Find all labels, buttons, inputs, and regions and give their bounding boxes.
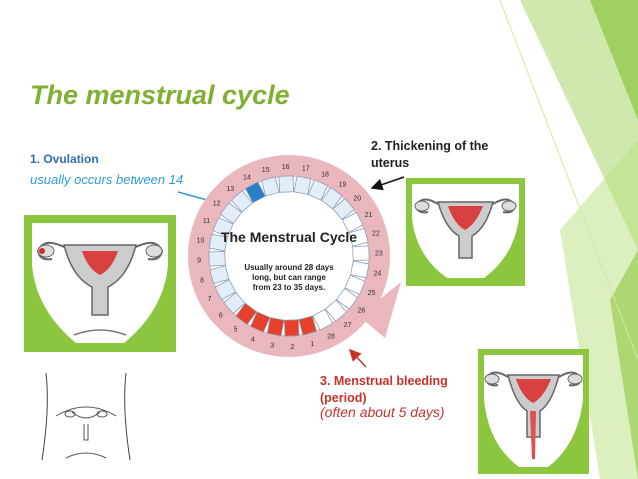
cycle-day-label: 9 [197, 257, 201, 264]
cycle-day-label: 2 [290, 344, 294, 351]
bleeding-arrow [348, 348, 367, 368]
cycle-day-label: 10 [197, 237, 205, 244]
cycle-day-label: 12 [213, 201, 221, 208]
cycle-day-label: 7 [207, 296, 211, 303]
cycle-day-box [335, 287, 359, 310]
cycle-day-box [214, 279, 237, 301]
cycle-day-label: 17 [302, 166, 310, 173]
cycle-day-label: 28 [327, 334, 335, 341]
cycle-day-box [209, 265, 230, 284]
cycle-day-box [250, 311, 271, 333]
cycle-day-label: 26 [358, 307, 366, 314]
cycle-day-box [320, 186, 343, 210]
cycle-day-box [332, 197, 355, 221]
cycle-day-label: 19 [339, 182, 347, 189]
cycle-day-box [235, 302, 258, 326]
cycle-day-box [261, 176, 280, 197]
ovulation-detail: usually occurs between 14 [30, 172, 184, 187]
bleeding-heading: 3. Menstrual bleeding (period) [320, 374, 448, 405]
cycle-day-label: 8 [200, 277, 204, 284]
cycle-outer-ring [188, 155, 390, 357]
cycle-day-box [219, 202, 243, 225]
cycle-day-box [341, 211, 364, 233]
anatomy-outline-drawing [41, 372, 131, 461]
cycle-note-line2: long, but can range [252, 273, 326, 282]
cycle-day-label: 1 [310, 341, 314, 348]
cycle-day-box [298, 315, 317, 336]
cycle-day-label: 20 [353, 195, 361, 202]
cycle-day-label: 5 [234, 326, 238, 333]
cycle-day-label: 23 [375, 251, 383, 258]
bleeding-detail: (often about 5 days) [320, 404, 445, 420]
cycle-inner-disc [225, 192, 353, 320]
cycle-day-box [350, 260, 370, 279]
uterus-bleeding-illustration [484, 355, 583, 467]
cycle-day-label: 25 [368, 290, 376, 297]
cycle-day-box [352, 245, 370, 262]
cycle-day-box [312, 308, 334, 331]
cycle-day-box [223, 291, 246, 315]
cycle-day-label: 15 [262, 167, 270, 174]
cycle-day-label: 21 [365, 212, 373, 219]
cycle-note-line3: from 23 to 35 days. [253, 283, 325, 292]
cycle-day-box [230, 190, 254, 213]
slide-title: The menstrual cycle [30, 80, 290, 110]
cycle-day-label: 11 [203, 218, 210, 225]
uterus-ovulation-illustration [32, 223, 168, 343]
cycle-note-line1: Usually around 28 days [244, 263, 334, 272]
cycle-title: The Menstrual Cycle [221, 229, 357, 245]
thickening-heading: 2. Thickening of the uterus [371, 139, 489, 170]
cycle-day-label: 24 [374, 271, 382, 278]
cycle-day-label: 4 [251, 336, 255, 343]
cycle-day-box [278, 175, 295, 193]
cycle-day-box [266, 317, 285, 337]
cycle-day-box [307, 179, 328, 201]
cycle-day-box [208, 233, 228, 252]
thickening-arrow [370, 176, 405, 191]
cycle-day-label: 18 [321, 172, 329, 179]
cycle-day-box [344, 274, 366, 295]
cycle-day-label: 22 [372, 231, 380, 238]
ovulation-heading: 1. Ovulation [30, 152, 99, 166]
cycle-day-box [293, 175, 312, 195]
cycle-day-label: 13 [226, 186, 234, 193]
cycle-day-label: 3 [270, 342, 274, 349]
cycle-day-box [348, 228, 369, 247]
cycle-day-box [324, 299, 348, 322]
cycle-day-box [283, 319, 300, 337]
cycle-ring-arrowhead [359, 282, 401, 338]
cycle-day-label: 14 [243, 174, 251, 181]
uterus-thickening-illustration [412, 184, 519, 278]
cycle-day-label: 6 [219, 313, 223, 320]
cycle-day-box [208, 250, 226, 267]
cycle-day-box [212, 217, 234, 238]
cycle-day-box [244, 181, 266, 204]
cycle-day-label: 16 [282, 164, 290, 171]
cycle-day-label: 27 [344, 322, 352, 329]
